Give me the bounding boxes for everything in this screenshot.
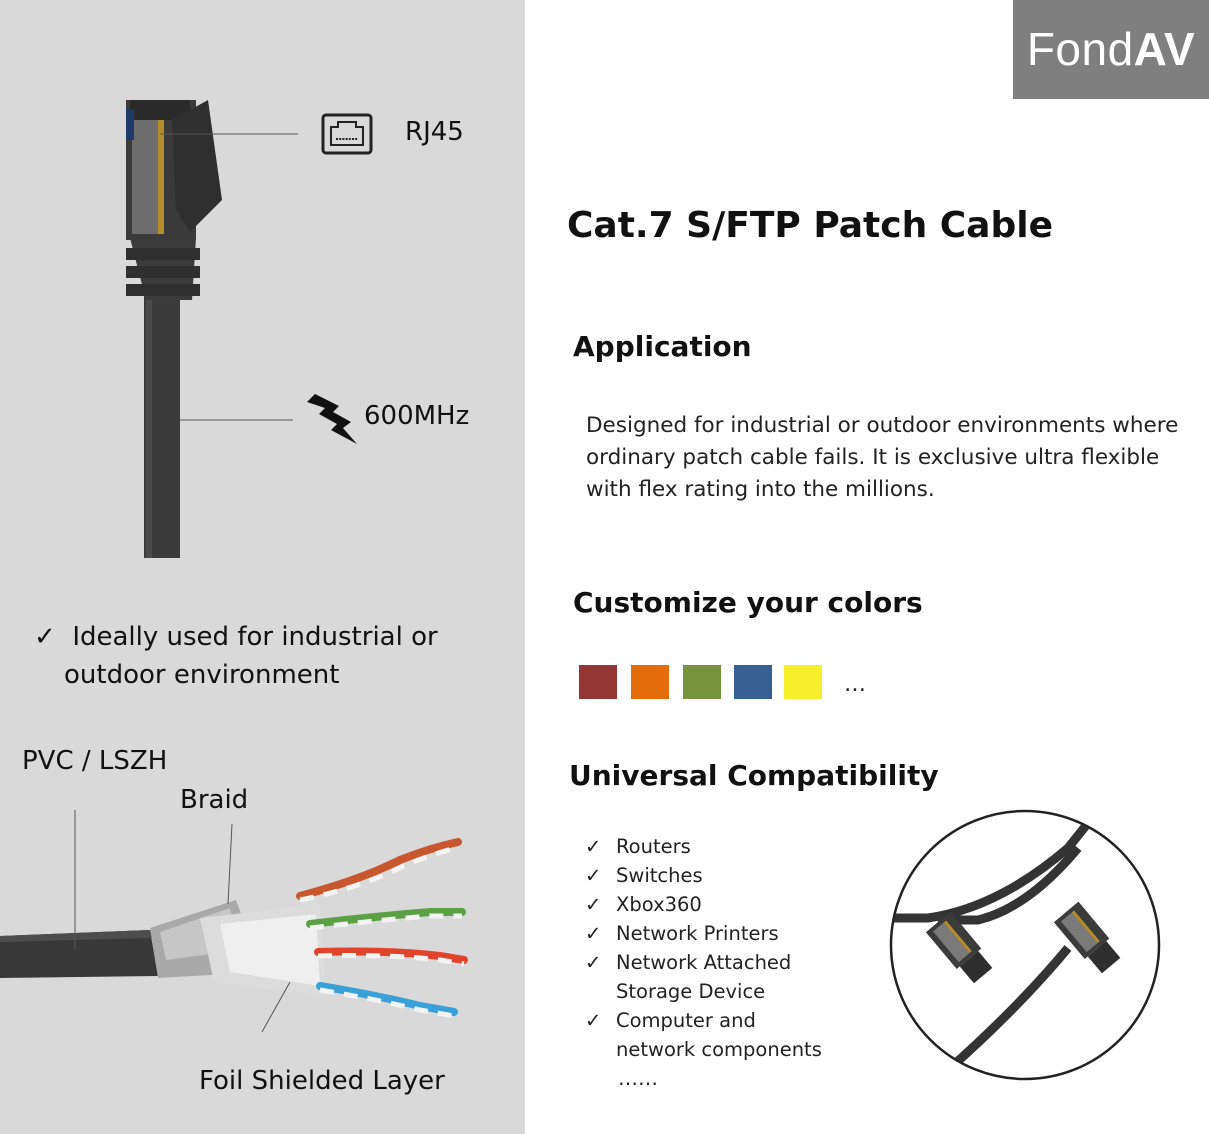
- application-text: Designed for industrial or outdoor envir…: [586, 413, 1179, 502]
- brand-name-regular: Fond: [1026, 23, 1134, 75]
- ethernet-port-icon: [321, 113, 373, 155]
- brand-name-bold: AV: [1133, 23, 1196, 75]
- compat-item-label: Switches: [616, 864, 703, 887]
- feature-line-2: outdoor environment: [64, 660, 340, 690]
- list-item: ✓ Xbox360: [585, 890, 836, 919]
- application-heading: Application: [573, 330, 752, 363]
- check-icon: ✓: [585, 835, 602, 858]
- list-item: ✓ Computer and network components: [585, 1006, 836, 1064]
- color-swatch-green: [683, 665, 721, 699]
- foil-label: Foil Shielded Layer: [199, 1066, 445, 1096]
- check-icon: ✓: [585, 951, 602, 974]
- left-panel: RJ45 600MHz ✓ Ideally used for industria…: [0, 0, 525, 1134]
- lightning-bolt-icon: [307, 394, 357, 444]
- list-item: ✓ Switches: [585, 861, 836, 890]
- rj45-connector-illustration: [126, 100, 298, 558]
- check-icon: ✓: [585, 893, 602, 916]
- colors-heading: Customize your colors: [573, 586, 923, 619]
- feature-note: ✓ Ideally used for industrial or outdoor…: [34, 618, 438, 694]
- color-swatch-orange: [631, 665, 669, 699]
- brand-logo: FondAV: [1013, 0, 1209, 99]
- color-swatch-blue: [734, 665, 772, 699]
- list-item: ✓ Network Attached Storage Device: [585, 948, 836, 1006]
- compatibility-heading: Universal Compatibility: [569, 759, 939, 792]
- page-title: Cat.7 S/FTP Patch Cable: [567, 205, 1053, 246]
- compat-item-label: Computer and network components: [616, 1009, 822, 1061]
- check-icon: ✓: [585, 922, 602, 945]
- colors-more: …: [844, 672, 866, 697]
- color-swatch-red: [579, 665, 617, 699]
- check-icon: ✓: [585, 1009, 602, 1032]
- compat-item-label: Routers: [616, 835, 691, 858]
- compatibility-list: ✓ Routers ✓ Switches ✓ Xbox360 ✓ Network Pri…: [585, 832, 836, 1064]
- check-icon: ✓: [585, 864, 602, 887]
- compat-more: ……: [618, 1066, 658, 1090]
- patch-cable-photo: [889, 809, 1161, 1081]
- check-icon: ✓: [34, 622, 56, 652]
- compat-item-label: Network Attached Storage Device: [616, 951, 792, 1003]
- list-item: ✓ Routers: [585, 832, 836, 861]
- frequency-label: 600MHz: [364, 401, 470, 431]
- compat-item-label: Network Printers: [616, 922, 779, 945]
- compat-item-label: Xbox360: [616, 893, 702, 916]
- braid-label: Braid: [180, 785, 249, 815]
- list-item: ✓ Network Printers: [585, 919, 836, 948]
- color-swatch-yellow: [784, 665, 822, 699]
- cable-layers-illustration: [0, 810, 468, 1033]
- feature-line-1: Ideally used for industrial or: [72, 622, 438, 652]
- jacket-label: PVC / LSZH: [22, 746, 168, 776]
- rj45-label: RJ45: [405, 117, 464, 147]
